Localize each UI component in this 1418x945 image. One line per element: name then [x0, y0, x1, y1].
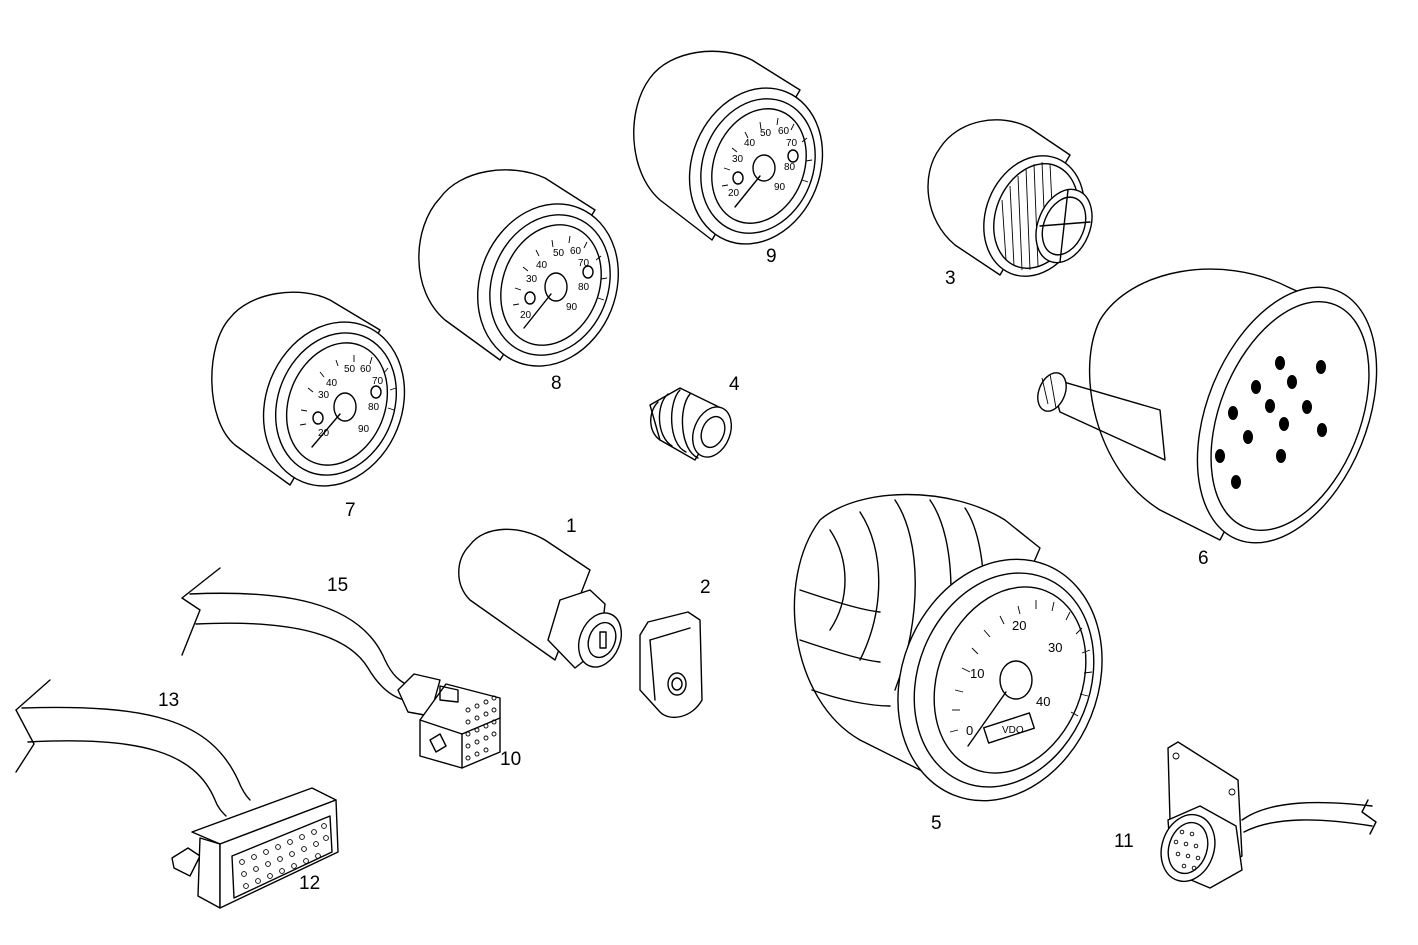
label-part-12: 12	[299, 873, 321, 894]
label-part-3: 3	[945, 268, 956, 289]
gauge-8-label-30: 30	[526, 274, 538, 285]
gauge-7-label-60: 60	[360, 364, 372, 375]
sender-part-1	[458, 528, 623, 669]
gauge-part-8: 20 30 40 50 60 70 80 90	[418, 169, 619, 367]
gauge-9-label-40: 40	[744, 138, 756, 149]
speedometer-ticks	[949, 600, 1093, 733]
speedometer-label-10: 10	[970, 666, 984, 681]
label-part-9: 9	[766, 246, 777, 267]
label-part-13: 13	[158, 690, 180, 711]
gauge-7-label-30: 30	[318, 390, 330, 401]
label-part-10: 10	[500, 749, 522, 770]
label-part-6: 6	[1198, 548, 1209, 569]
label-part-7: 7	[345, 500, 356, 521]
gauge-8-ticks	[512, 235, 608, 306]
connector-10-pins	[465, 695, 497, 761]
gauge-9-label-20: 20	[728, 188, 740, 199]
gauge-8-label-40: 40	[536, 260, 548, 271]
gauge-8-label-60: 60	[570, 246, 582, 257]
gauge-7-label-70: 70	[372, 376, 384, 387]
connector-part-12	[171, 787, 339, 909]
gauge-7-label-40: 40	[326, 378, 338, 389]
gauge-8-label-80: 80	[578, 282, 590, 293]
unit-part-6	[1037, 268, 1378, 544]
gauge-7-label-90: 90	[358, 424, 370, 435]
speedometer-label-30: 30	[1048, 640, 1062, 655]
speedometer-label-20: 20	[1012, 618, 1026, 633]
speedometer-readout: VDO	[1002, 725, 1024, 736]
gauge-9-label-90: 90	[774, 182, 786, 193]
cable-part-13	[15, 679, 251, 817]
gauge-9-label-80: 80	[784, 162, 796, 173]
gauge-9-label-30: 30	[732, 154, 744, 165]
label-part-15: 15	[327, 575, 349, 596]
label-part-11: 11	[1114, 831, 1134, 852]
gauge-8-label-20: 20	[520, 310, 532, 321]
gauge-9-label-50: 50	[760, 128, 772, 139]
label-part-1: 1	[566, 516, 577, 537]
gauge-9-label-70: 70	[786, 138, 798, 149]
unit-6-holes	[1215, 356, 1327, 489]
gauge-8-label-50: 50	[553, 248, 565, 259]
gauge-7-label-20: 20	[318, 428, 330, 439]
gauge-part-7: 20 30 40 50 60 70 80 90	[211, 291, 406, 487]
label-part-5: 5	[931, 813, 942, 834]
connector-12-pins	[239, 823, 329, 889]
gauge-8-label-90: 90	[566, 302, 578, 313]
speedometer-label-40: 40	[1036, 694, 1050, 709]
gauge-8-label-70: 70	[578, 258, 590, 269]
cap-part-2	[639, 611, 703, 719]
gauge-7-label-50: 50	[344, 364, 356, 375]
gauge-7-ticks	[299, 355, 397, 426]
gauge-9-label-60: 60	[778, 126, 790, 137]
plug-part-4	[649, 387, 733, 461]
socket-part-11	[1160, 741, 1377, 889]
gauge-9-ticks	[721, 117, 813, 187]
speedometer-part-5: 0 10 20 30 40 VDO	[793, 493, 1103, 802]
buzzer-part-3	[927, 119, 1093, 277]
cable-part-15	[181, 567, 411, 701]
gauge-part-9: 20 30 40 50 60 70 80 90	[633, 50, 824, 245]
label-part-8: 8	[551, 373, 562, 394]
connector-part-10	[397, 673, 501, 769]
label-part-2: 2	[700, 577, 711, 598]
gauge-7-label-80: 80	[368, 402, 380, 413]
speedometer-label-0: 0	[966, 723, 973, 738]
label-part-4: 4	[729, 374, 740, 395]
socket-11-pins	[1173, 829, 1201, 871]
